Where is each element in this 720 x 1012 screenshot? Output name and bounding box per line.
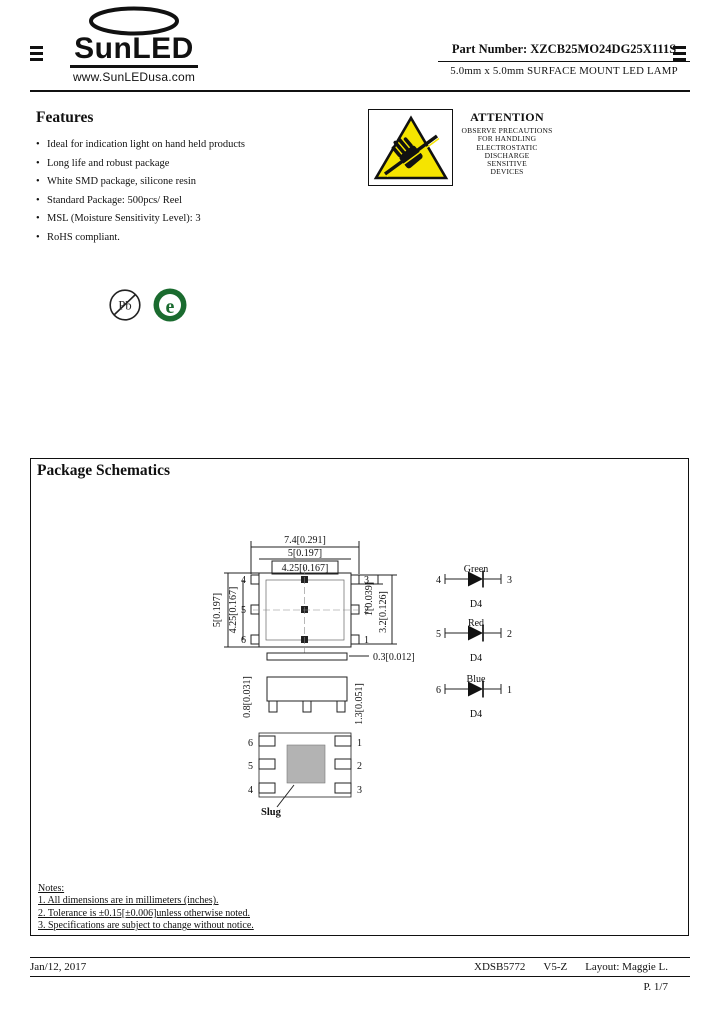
pin-number: 2 <box>364 605 369 616</box>
esd-warning-icon <box>373 114 448 179</box>
pin-number: 5 <box>436 629 441 640</box>
thermal-slug <box>286 744 326 784</box>
dim-label: 4.25[0.167] <box>228 587 239 634</box>
pin-number: 4 <box>436 575 441 586</box>
pin-number: 4 <box>241 575 246 586</box>
dim-label: 1[0.039] <box>364 582 375 616</box>
slug-label: Slug <box>261 807 282 818</box>
pin-number: 1 <box>357 738 362 749</box>
pin-number: 3 <box>507 575 512 586</box>
attention-line: DISCHARGE <box>484 150 530 160</box>
logo-text: SunLED <box>74 32 194 65</box>
features-section: Features Ideal for indication light on h… <box>36 109 366 247</box>
rohs-e-icon: e <box>152 287 188 328</box>
pin-number: 5 <box>241 605 246 616</box>
led-color-label: Blue <box>467 674 486 685</box>
header-divider <box>30 90 690 92</box>
sunled-logo: SunLED www.SunLEDusa.com <box>70 6 198 84</box>
feature-item: Long life and robust package <box>36 155 366 174</box>
attention-line: ELECTROSTATIC <box>476 142 538 152</box>
features-list: Ideal for indication light on hand held … <box>36 136 366 247</box>
pin-number: 4 <box>248 785 253 796</box>
page-number: P. 1/7 <box>643 981 668 993</box>
registration-mark-icon <box>673 46 686 64</box>
footer-divider-bottom <box>30 976 690 977</box>
designator-label: D4 <box>470 709 482 720</box>
package-schematics-section: 7.4[0.291] 5[0.197] 4.25[0.167] 5[0.197]… <box>30 458 689 936</box>
logo-underline <box>70 65 198 68</box>
schematics-title: Package Schematics <box>37 462 171 479</box>
dim-label: 7.4[0.291] <box>284 535 326 546</box>
designator-label: D4 <box>470 653 482 664</box>
website-url: www.SunLEDusa.com <box>72 70 196 84</box>
led-color-label: Red <box>468 618 484 629</box>
footer: Jan/12, 2017 XDSB5772 V5-Z Layout: Maggi… <box>30 959 690 975</box>
pin-number: 6 <box>436 685 441 696</box>
feature-item: Ideal for indication light on hand held … <box>36 136 366 155</box>
dim-label: 5[0.197] <box>212 593 223 627</box>
title-block: Part Number: XZCB25MO24DG25X111S 5.0mm x… <box>438 42 690 77</box>
footer-doc-info: XDSB5772 V5-Z Layout: Maggie L. <box>474 959 690 975</box>
feature-item: RoHS compliant. <box>36 229 366 248</box>
e-letter: e <box>166 296 175 318</box>
part-number: Part Number: XZCB25MO24DG25X111S <box>438 42 690 57</box>
footer-layout-credit: Layout: Maggie L. <box>585 961 668 973</box>
note-item: 3. Specifications are subject to change … <box>38 920 254 932</box>
dim-label: 3.2[0.126] <box>378 591 389 633</box>
footer-divider-top <box>30 957 690 958</box>
drawing-lines <box>224 541 502 808</box>
pin-number: 1 <box>507 685 512 696</box>
pin-number: 2 <box>507 629 512 640</box>
attention-line: OBSERVE PRECAUTIONS <box>461 126 553 135</box>
pin-number: 2 <box>357 761 362 772</box>
pb-free-icon: Pb <box>108 288 142 327</box>
dim-label: 4.25[0.167] <box>282 563 329 574</box>
dim-label: 5[0.197] <box>288 548 322 559</box>
part-number-label: Part Number: <box>451 42 528 56</box>
dim-label: 1.3[0.051] <box>354 683 365 725</box>
note-item: 2. Tolerance is ±0.15[±0.006]unless othe… <box>38 907 250 919</box>
feature-item: Standard Package: 500pcs/ Reel <box>36 192 366 211</box>
pin-number: 6 <box>241 635 246 646</box>
esd-warning-box <box>368 109 453 186</box>
package-schematics-drawing: 7.4[0.291] 5[0.197] 4.25[0.167] 5[0.197]… <box>212 535 512 818</box>
footer-date: Jan/12, 2017 <box>30 961 87 973</box>
pin-number: 3 <box>357 785 362 796</box>
designator-label: D4 <box>470 599 482 610</box>
drawing-labels: 7.4[0.291] 5[0.197] 4.25[0.167] 5[0.197]… <box>212 535 512 818</box>
dim-label: 0.3[0.012] <box>373 652 415 663</box>
pin-number: 6 <box>248 738 253 749</box>
led-color-label: Green <box>464 564 488 575</box>
notes-title: Notes: <box>38 883 65 894</box>
pin-number: 1 <box>364 635 369 646</box>
product-title: 5.0mm x 5.0mm SURFACE MOUNT LED LAMP <box>450 65 678 77</box>
attention-line: DEVICES <box>490 167 524 177</box>
attention-line: SENSITIVE <box>487 159 527 169</box>
logo-ellipse-icon <box>89 6 179 36</box>
pin-number: 5 <box>248 761 253 772</box>
pin-number: 3 <box>364 575 369 586</box>
attention-line: FOR HANDLING <box>477 134 537 144</box>
part-number-value: XZCB25MO24DG25X111S <box>530 42 677 56</box>
attention-title: ATTENTION <box>470 110 544 124</box>
footer-doc-number: XDSB5772 <box>474 961 526 973</box>
attention-note: ATTENTION OBSERVE PRECAUTIONS FOR HANDLI… <box>452 110 562 177</box>
feature-item: White SMD package, silicone resin <box>36 173 366 192</box>
feature-item: MSL (Moisture Sensitivity Level): 3 <box>36 210 366 229</box>
features-title: Features <box>36 109 94 126</box>
dim-label: 0.8[0.031] <box>242 676 253 718</box>
notes: Notes: 1. All dimensions are in millimet… <box>38 883 254 933</box>
registration-mark-icon <box>30 46 43 64</box>
footer-revision: V5-Z <box>543 961 568 973</box>
title-divider <box>438 61 690 62</box>
note-item: 1. All dimensions are in millimeters (in… <box>38 895 219 907</box>
